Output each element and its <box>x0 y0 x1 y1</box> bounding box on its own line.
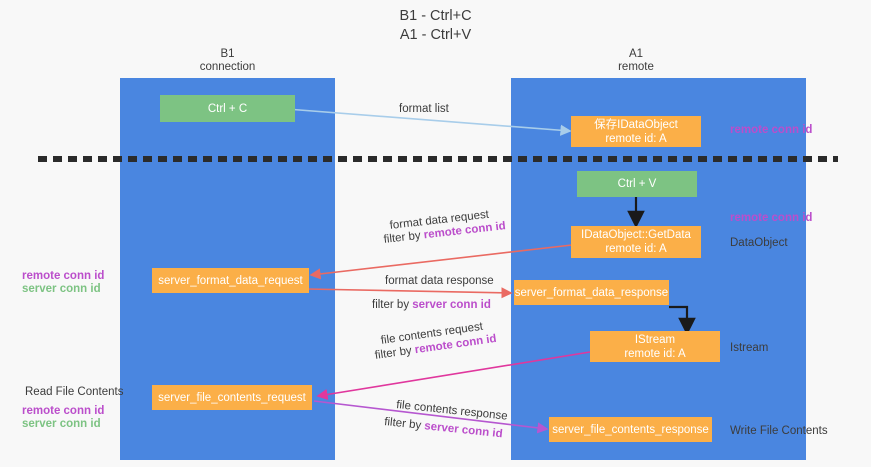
filter-prefix-3: filter by <box>374 344 416 362</box>
edge-label-format-data-response-filter: filter by server conn id <box>372 298 491 312</box>
node-save-idataobject-line2: remote id: A <box>605 132 667 145</box>
node-server-file-contents-response[interactable]: server_file_contents_response <box>549 417 712 442</box>
node-server-format-data-request[interactable]: server_format_data_request <box>152 268 309 293</box>
filter-prefix-4: filter by <box>383 415 425 433</box>
node-server-format-data-request-label: server_format_data_request <box>158 274 303 287</box>
lane-header-a1-name: A1 <box>628 48 644 60</box>
node-istream-line1: IStream <box>634 333 676 346</box>
edge-label-format-list: format list <box>399 103 449 115</box>
node-ctrl-c[interactable]: Ctrl + C <box>160 95 295 122</box>
lane-header-b1-name: B1 <box>220 48 235 60</box>
connector-format-data-response <box>306 287 513 299</box>
node-istream-line2: remote id: A <box>624 347 686 360</box>
annotation-left-remote-conn-id-mid: remote conn id <box>22 270 105 282</box>
filter-prefix-1: filter by <box>383 229 425 246</box>
lane-header-b1: B1 connection <box>120 48 335 74</box>
title-line-1: B1 - Ctrl+C <box>399 8 472 24</box>
node-server-format-data-response-label: server_format_data_response <box>514 286 669 299</box>
node-server-format-data-response[interactable]: server_format_data_response <box>514 280 669 305</box>
node-server-file-contents-response-label: server_file_contents_response <box>552 423 709 436</box>
lane-header-b1-role: connection <box>199 61 256 73</box>
node-server-file-contents-request[interactable]: server_file_contents_request <box>152 385 312 410</box>
node-idataobject-getdata-line2: remote id: A <box>605 243 667 255</box>
lane-header-a1: A1 remote <box>511 48 761 74</box>
annotation-dataobject: DataObject <box>730 237 788 249</box>
annotation-read-file-contents: Read File Contents <box>25 386 124 398</box>
filter-key-server-conn-id-2: server conn id <box>423 420 504 441</box>
title-line-2: A1 - Ctrl+V <box>399 27 472 43</box>
annotation-remote-conn-id-mid: remote conn id <box>730 212 813 224</box>
node-istream[interactable]: IStream remote id: A <box>590 331 720 362</box>
node-idataobject-getdata[interactable]: IDataObject::GetData remote id: A <box>571 226 701 258</box>
edge-label-format-data-response: format data response <box>385 275 494 287</box>
annotation-remote-conn-id-top: remote conn id <box>730 124 813 136</box>
node-idataobject-getdata-line1: IDataObject::GetData <box>581 229 691 241</box>
phase-divider <box>38 156 838 162</box>
node-save-idataobject-line1: 保存IDataObject <box>594 118 678 131</box>
annotation-left-server-conn-id-mid: server conn id <box>22 283 101 295</box>
node-server-file-contents-request-label: server_file_contents_request <box>158 391 306 404</box>
annotation-write-file-contents: Write File Contents <box>730 425 828 437</box>
filter-key-server-conn-id-1: server conn id <box>412 299 491 311</box>
node-ctrl-v[interactable]: Ctrl + V <box>577 171 697 197</box>
annotation-left-server-conn-id-bottom: server conn id <box>22 418 101 430</box>
node-ctrl-c-label: Ctrl + C <box>207 102 248 115</box>
node-save-idataobject[interactable]: 保存IDataObject remote id: A <box>571 116 701 147</box>
annotation-istream: Istream <box>730 342 769 354</box>
lane-header-a1-role: remote <box>618 61 654 73</box>
node-ctrl-v-label: Ctrl + V <box>617 178 657 190</box>
filter-prefix-2: filter by <box>372 299 413 311</box>
annotation-left-remote-conn-id-bottom: remote conn id <box>22 405 105 417</box>
diagram-title: B1 - Ctrl+C A1 - Ctrl+V <box>0 7 871 45</box>
